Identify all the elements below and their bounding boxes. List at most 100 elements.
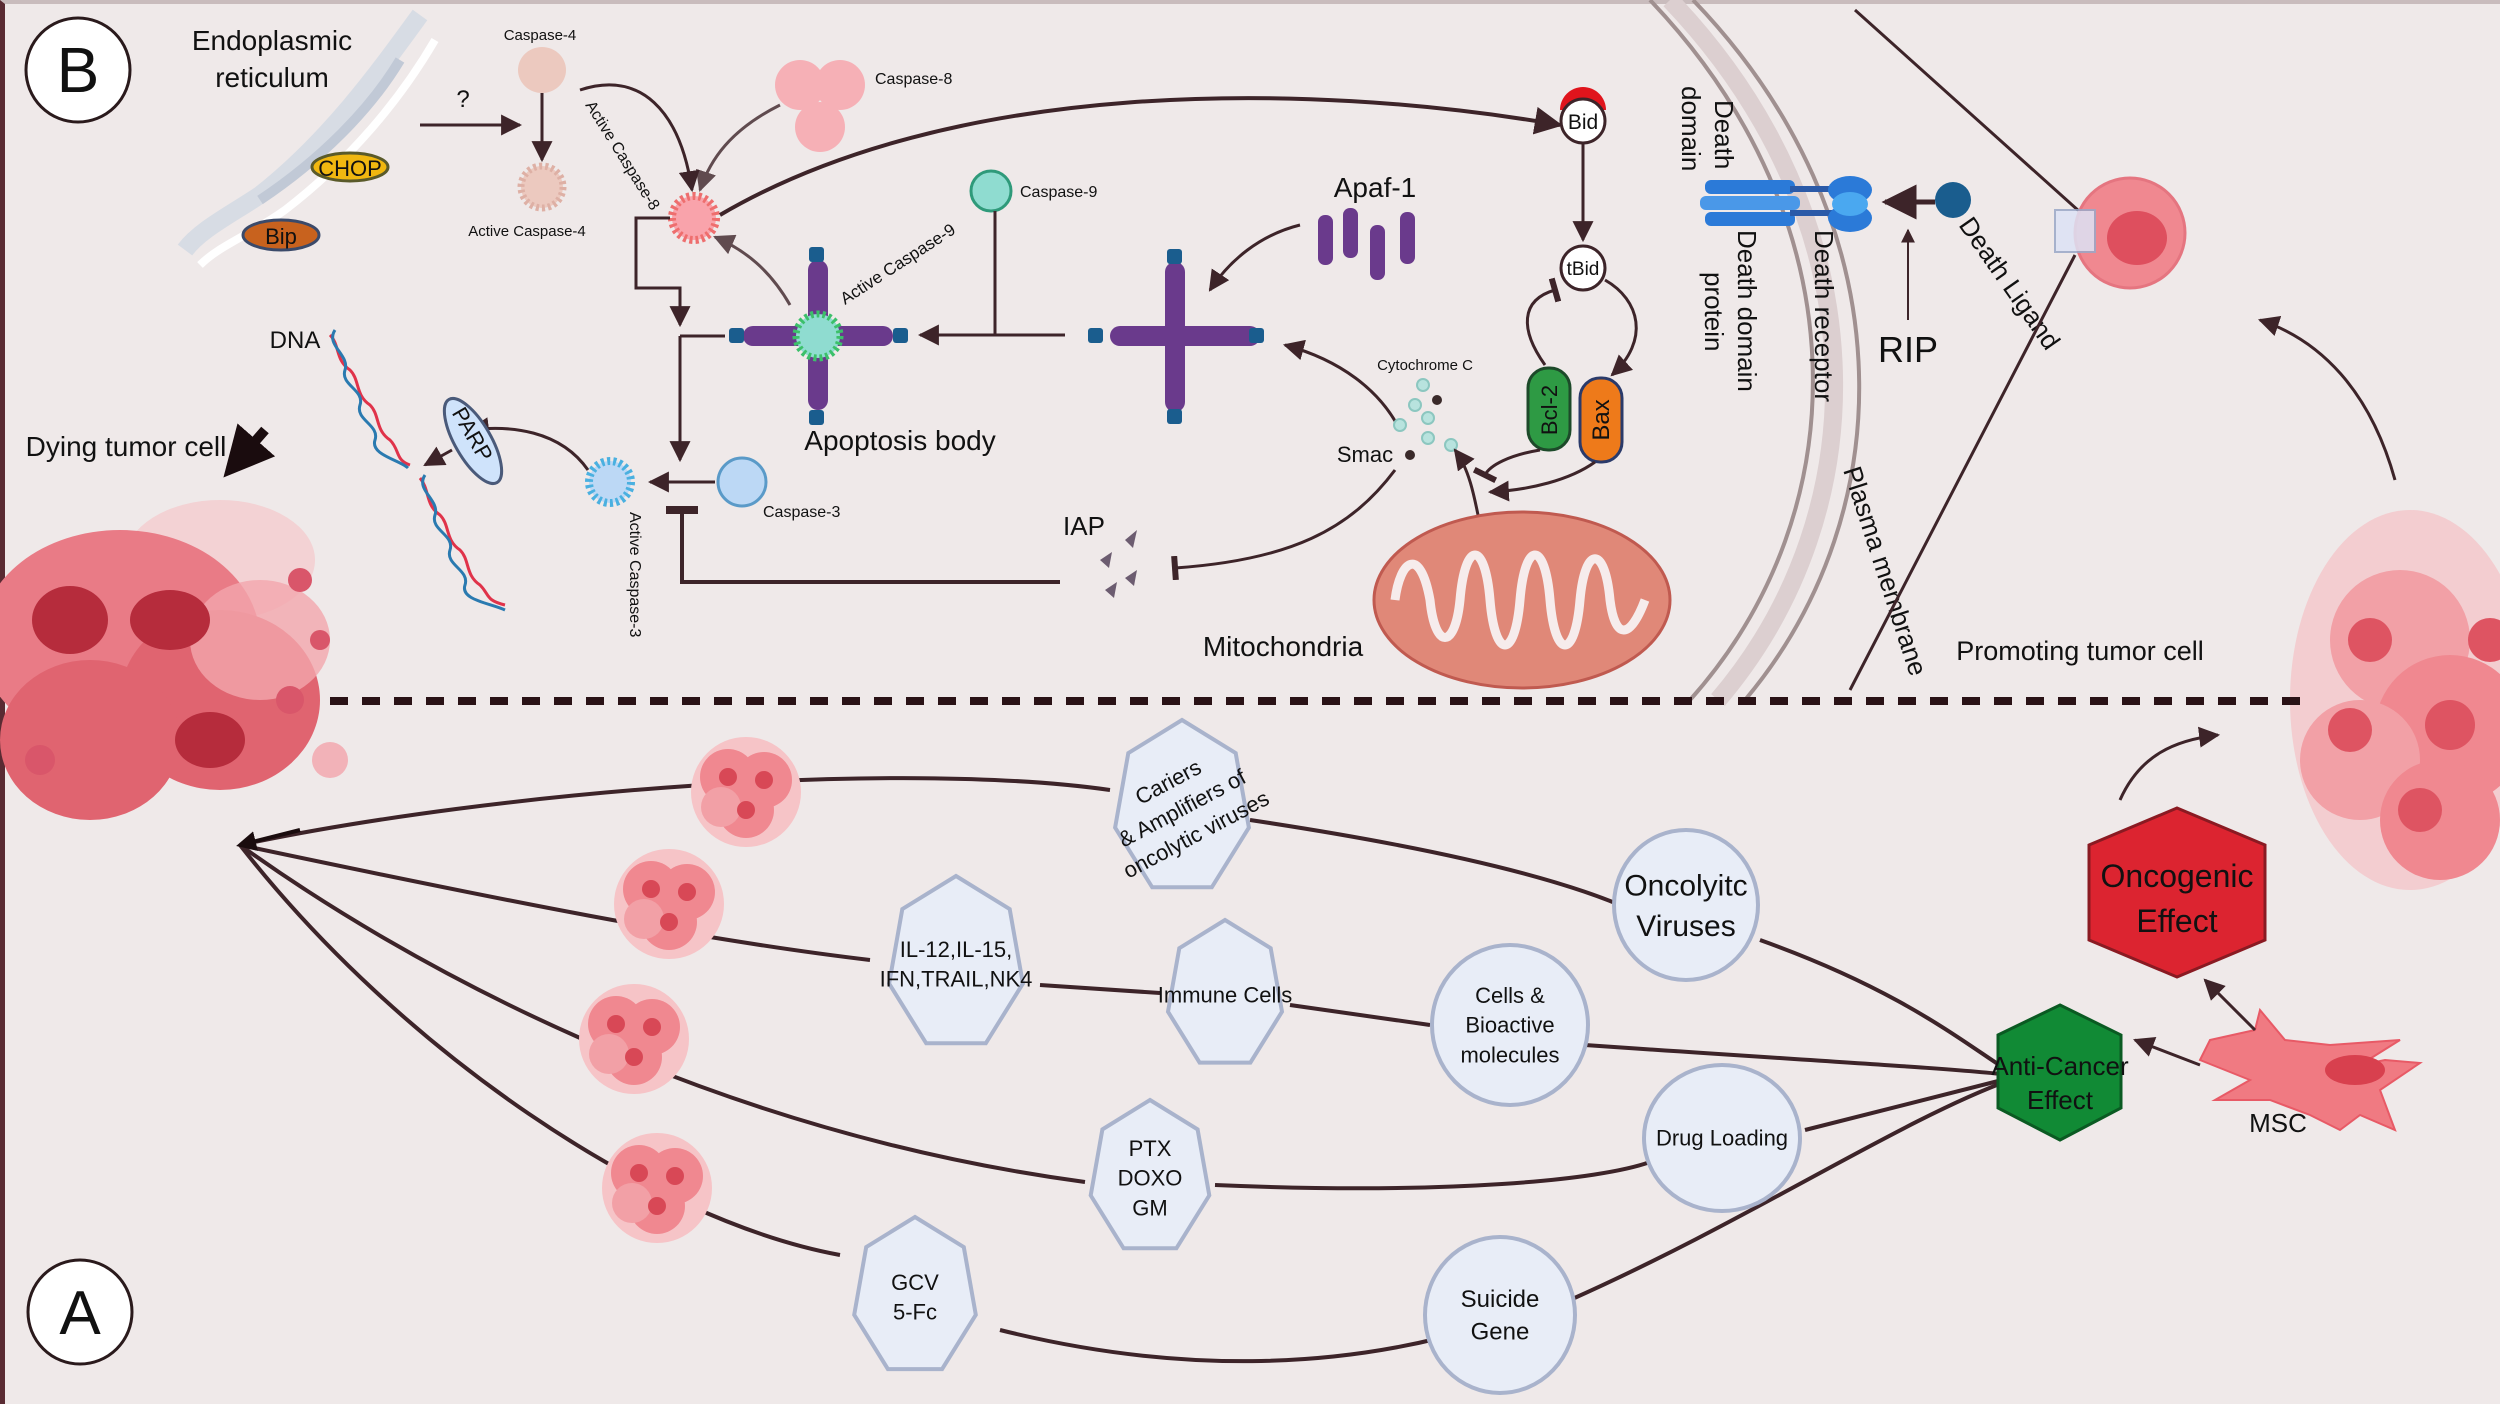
death-domain-protein-label-line2: protein xyxy=(1699,272,1729,352)
bip-label: Bip xyxy=(265,224,297,249)
dying-cell-pointer-arrow xyxy=(223,423,276,478)
pathway-line xyxy=(1759,938,2012,1074)
dying-tumor-cell-icon xyxy=(0,500,348,820)
caspase9-icon xyxy=(969,169,1013,213)
small-tumor-cluster-icon xyxy=(602,1133,712,1243)
mito-release-arrow xyxy=(1453,448,1482,526)
pathway-line xyxy=(1214,1160,1651,1191)
msc-to-anticancer-arrow xyxy=(2133,1036,2201,1067)
pathway-line xyxy=(1249,818,1621,907)
iap-label: IAP xyxy=(1063,511,1105,541)
caspase8-to-caspase3-path xyxy=(634,216,691,328)
panel-a-badge: A xyxy=(26,1258,134,1366)
anticancer-label-line2: Effect xyxy=(2027,1085,2094,1115)
caspase9-label: Caspase-9 xyxy=(1020,184,1097,201)
caspase8-activation-arrow xyxy=(696,103,781,192)
dna-icon xyxy=(328,329,506,612)
smac-dot-icon xyxy=(1432,395,1442,405)
smac-label: Smac xyxy=(1337,442,1393,467)
drugs-node-label-line3: GM xyxy=(1132,1195,1167,1220)
bioactive-molecules-node-label-line3: molecules xyxy=(1460,1042,1559,1067)
zoom-line-bottom xyxy=(1848,254,2077,691)
msc-to-oncogenic-arrow xyxy=(2203,978,2257,1032)
promoting-tumor-cell-label: Promoting tumor cell xyxy=(1956,636,2204,666)
endoplasmic-reticulum-icon xyxy=(177,9,439,268)
oncogenic-effect-node: Oncogenic Effect xyxy=(2087,806,2267,979)
parp-icon: PARP xyxy=(442,396,504,486)
death-domain-label-line1: Death xyxy=(1709,100,1739,169)
apaf1-cross-icon xyxy=(1088,249,1264,424)
caspase4-label: Caspase-4 xyxy=(504,27,577,44)
bax-protein: Bax xyxy=(1578,376,1624,464)
caspase3-icon xyxy=(716,456,768,508)
pathway-line xyxy=(1039,983,1161,995)
small-tumor-cluster-icon xyxy=(579,984,689,1094)
bcl2-label: Bcl-2 xyxy=(1537,385,1562,435)
pathway-line xyxy=(239,776,1111,847)
oncogenic-label-line1: Oncogenic xyxy=(2101,858,2254,894)
cytochrome-c-label: Cytochrome C xyxy=(1377,357,1473,374)
bcl2-protein: Bcl-2 xyxy=(1526,366,1572,452)
tumor-to-cell-arrow xyxy=(2258,316,2397,481)
apaf1-assembly-arrow xyxy=(1208,223,1301,292)
apaf1-monomers-icon xyxy=(1318,208,1415,280)
caspase8-to-bid-arrow xyxy=(718,96,1563,217)
small-tumor-cluster-icon xyxy=(614,849,724,959)
caspase8-icon xyxy=(775,60,865,152)
smac-dot-icon xyxy=(1405,450,1415,460)
cytokines-node-label-line2: IFN,TRAIL,NK4 xyxy=(880,967,1033,992)
tbid-activates-bax xyxy=(1604,278,1638,377)
drug-loading-node-label-line1: Drug Loading xyxy=(1656,1126,1788,1151)
rip-label: RIP xyxy=(1878,329,1938,370)
msc-cell-icon xyxy=(2198,1007,2423,1132)
active-caspase9-label: Active Caspase-9 xyxy=(837,220,959,308)
bcl2-inhibits-tbid xyxy=(1525,277,1562,366)
death-ligand-label: Death Ligand xyxy=(1953,211,2066,355)
mitochondria-label: Mitochondria xyxy=(1203,631,1364,662)
oncogenic-to-tumor-arrow xyxy=(2118,726,2221,801)
bip-protein: Bip xyxy=(241,218,321,252)
drugs-node-label-line2: DOXO xyxy=(1118,1166,1183,1191)
oncogenic-label-line2: Effect xyxy=(2136,903,2217,939)
bax-label: Bax xyxy=(1588,399,1615,440)
death-ligand-icon xyxy=(1935,182,1971,218)
prodrugs-node-label-line1: GCV xyxy=(891,1270,939,1295)
caspase4-to-caspase8-arrow xyxy=(579,83,700,193)
er-label-line1: Endoplasmic xyxy=(192,25,352,56)
active-caspase3-label: Active Caspase-3 xyxy=(626,512,643,637)
death-receptor-icon xyxy=(1700,176,1872,232)
bioactive-molecules-node-label-line2: Bioactive xyxy=(1465,1013,1554,1038)
pathway-line xyxy=(1569,1078,2011,1302)
panel-b-badge-label: B xyxy=(57,34,100,106)
single-tumor-cell-icon xyxy=(2054,176,2187,290)
anticancer-label-line1: Anti-Cancer xyxy=(1991,1051,2129,1081)
pathway-line xyxy=(1804,1076,2011,1132)
active-caspase8-icon xyxy=(668,192,720,244)
active-caspase8-label: Active Caspase-8 xyxy=(582,98,663,213)
apoptosome-icon xyxy=(729,247,908,425)
caspase8-label: Caspase-8 xyxy=(875,71,952,88)
iap-icon xyxy=(1100,530,1137,598)
smac-inhibits-iap xyxy=(1171,469,1397,581)
er-label-line2: reticulum xyxy=(215,62,329,93)
cytochrome-c-icon xyxy=(1393,378,1458,452)
immune-cells-node: Immune Cells xyxy=(1158,917,1292,1065)
chop-label: CHOP xyxy=(318,156,382,181)
msc-label: MSC xyxy=(2249,1108,2307,1138)
zoom-line-top xyxy=(1853,8,2082,214)
bcl2-inhibits-release xyxy=(1472,448,1541,484)
pathway-line xyxy=(1289,1003,1431,1027)
active-caspase3-icon xyxy=(585,457,635,507)
caspase4-icon xyxy=(518,47,566,93)
bid-label: Bid xyxy=(1568,111,1598,134)
cytokines-node: IL-12,IL-15,IFN,TRAIL,NK4 xyxy=(880,873,1033,1046)
pathway-line xyxy=(238,843,841,1257)
therapy-pathways xyxy=(238,776,2012,1364)
